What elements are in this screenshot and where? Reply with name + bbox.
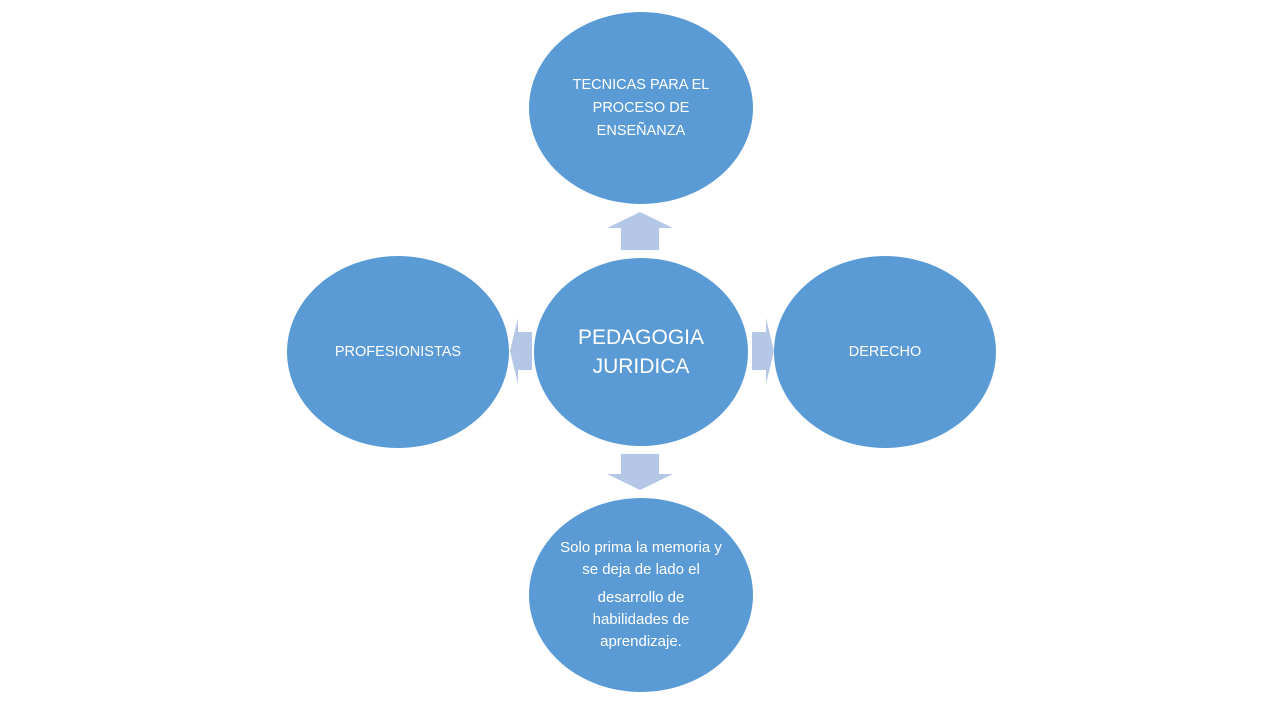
arrow-left-icon: [510, 318, 532, 384]
node-memoria-label-part2: desarrollo de habilidades de aprendizaje…: [592, 589, 690, 650]
node-derecho-label: DERECHO: [848, 344, 922, 360]
node-profesionistas: PROFESIONISTAS: [287, 256, 509, 448]
node-profesionistas-label: PROFESIONISTAS: [334, 344, 462, 360]
node-tecnicas: TECNICAS PARA EL PROCESO DE ENSEÑANZA: [529, 12, 753, 204]
node-memoria-label-part1: Solo prima la memoria y se deja de lado …: [560, 539, 722, 578]
arrow-down-icon: [607, 454, 673, 490]
node-pedagogia-juridica-label: PEDAGOGIA JURIDICA: [577, 326, 705, 378]
node-pedagogia-juridica: PEDAGOGIA JURIDICA: [534, 258, 748, 446]
node-derecho: DERECHO: [774, 256, 996, 448]
node-memoria: Solo prima la memoria y se deja de lado …: [529, 498, 753, 692]
node-tecnicas-label: TECNICAS PARA EL PROCESO DE ENSEÑANZA: [572, 76, 710, 139]
arrow-right-icon: [752, 318, 774, 384]
arrow-up-icon: [607, 212, 673, 250]
